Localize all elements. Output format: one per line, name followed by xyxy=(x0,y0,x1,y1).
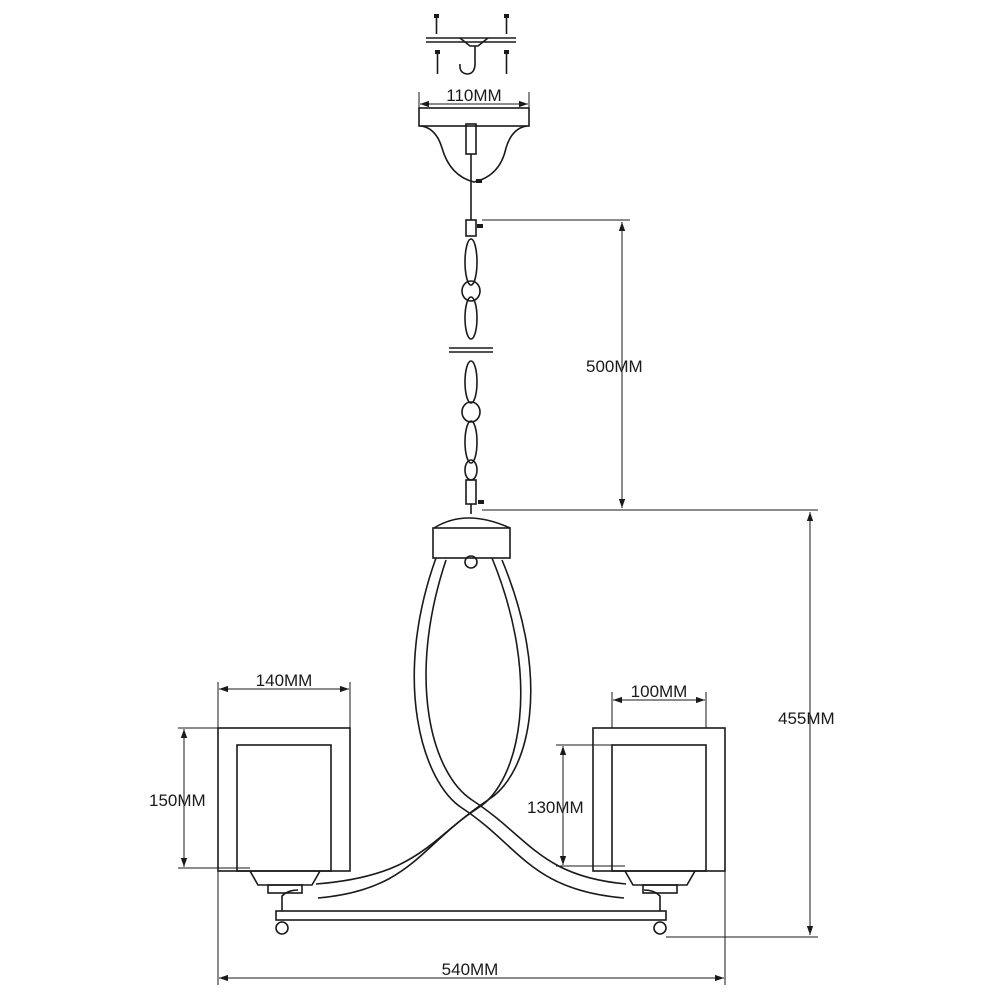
dimension-small-shade-height: 130MM xyxy=(527,744,625,867)
dimension-overall-width: 540MM xyxy=(217,871,726,985)
screw-icon xyxy=(435,50,440,74)
screw-icon xyxy=(434,14,439,34)
fixture-arms xyxy=(275,557,667,935)
left-shade xyxy=(217,727,351,894)
canopy xyxy=(418,107,530,220)
dimension-canopy-width: 110MM xyxy=(418,86,530,108)
dimension-body-height: 455MM xyxy=(505,509,835,938)
chain xyxy=(449,219,493,514)
body-height-label: 455MM xyxy=(778,709,835,728)
dimension-large-shade-height: 150MM xyxy=(149,727,250,869)
chain-length-label: 500MM xyxy=(586,357,643,376)
large-shade-width-label: 140MM xyxy=(256,671,313,690)
dimension-chain-length: 500MM xyxy=(482,219,643,511)
screw-icon xyxy=(504,50,509,74)
right-shade xyxy=(592,727,726,894)
screw-icon xyxy=(504,14,509,34)
dimension-small-shade-width: 100MM xyxy=(611,682,707,728)
mounting-strap xyxy=(426,37,516,47)
fixture-hub xyxy=(432,517,511,569)
hook-icon xyxy=(459,46,476,75)
dimension-large-shade-width: 140MM xyxy=(217,671,351,728)
overall-width-label: 540MM xyxy=(442,960,499,979)
small-shade-height-label: 130MM xyxy=(527,798,584,817)
canopy-width-label: 110MM xyxy=(446,86,501,105)
small-shade-width-label: 100MM xyxy=(631,682,688,701)
mounting-hardware xyxy=(426,14,516,75)
large-shade-height-label: 150MM xyxy=(149,791,206,810)
